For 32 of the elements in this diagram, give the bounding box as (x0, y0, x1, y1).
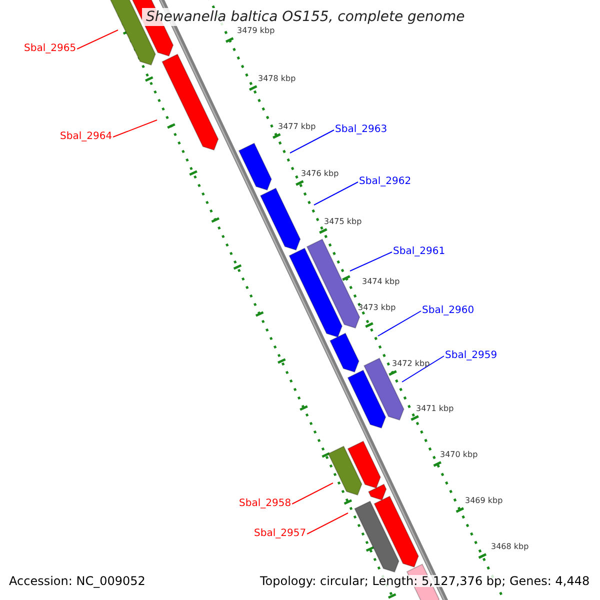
leader-line (350, 252, 392, 272)
gene-label: Sbal_2963 (335, 125, 388, 135)
gene-label: Sbal_2965 (24, 44, 76, 54)
tick-label: 3479 kbp (237, 27, 275, 35)
leader-line (112, 120, 158, 138)
tick-label: 3471 kbp (416, 405, 454, 413)
gene-label: Sbal_2960 (422, 306, 474, 316)
tick-label: 3475 kbp (324, 218, 362, 226)
leader-line (378, 310, 422, 336)
gene-label: Sbal_2957 (254, 529, 306, 539)
accession-text: Accession: NC_009052 (9, 575, 146, 587)
tick-label: 3474 kbp (362, 278, 400, 286)
gene-label: Sbal_2958 (239, 499, 292, 509)
tick-label: 3469 kbp (465, 497, 503, 505)
tick-label: 3477 kbp (278, 123, 316, 131)
gene-label: Sbal_2962 (359, 177, 412, 187)
leader-line (306, 512, 348, 534)
gene-label: Sbal_2959 (445, 351, 498, 361)
tick-label: 3472 kbp (392, 360, 430, 368)
gene-label: Sbal_2964 (60, 132, 112, 142)
tick-label: 3476 kbp (301, 170, 339, 178)
leader-line (76, 30, 118, 50)
gene-label: Sbal_2961 (393, 247, 446, 257)
leader-line (290, 130, 334, 154)
leader-line (292, 482, 334, 504)
leader-line (314, 182, 358, 206)
tick-label: 3473 kbp (358, 304, 396, 312)
tick-label: 3478 kbp (258, 75, 296, 83)
genome-stats-text: Topology: circular; Length: 5,127,376 bp; Genes: 4,448 (260, 575, 590, 587)
tick-label: 3470 kbp (440, 451, 478, 459)
leader-line (402, 356, 444, 382)
tick-label: 3468 kbp (491, 543, 529, 551)
